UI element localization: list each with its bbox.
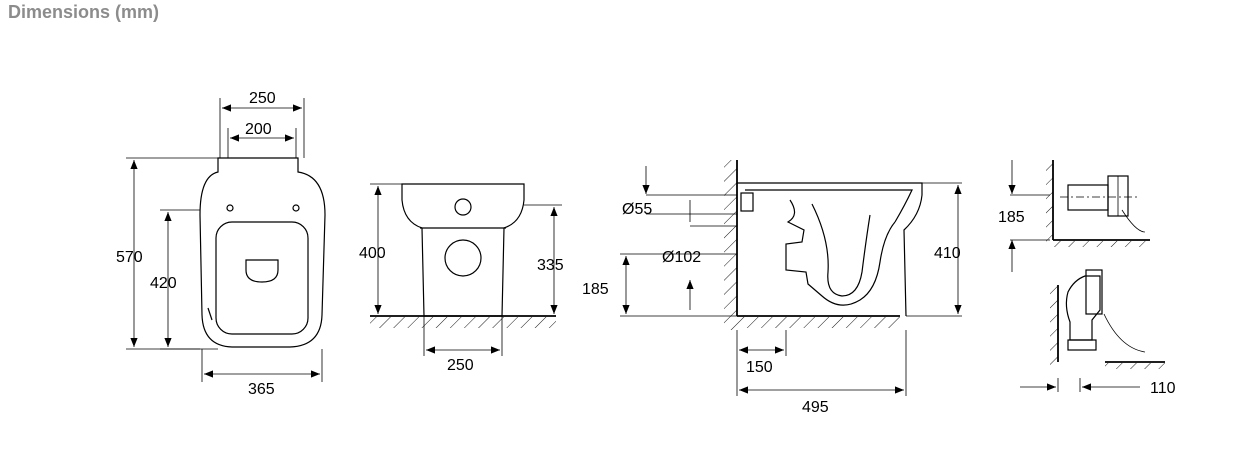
dim-label-185-side: 185: [582, 281, 609, 298]
top-view-bowl-opening: [215, 221, 309, 335]
dim-label-185-connector: 185: [998, 209, 1025, 226]
dim-label-365: 365: [248, 381, 275, 398]
dim-label-420: 420: [150, 275, 177, 292]
front-view-floor-hatch: [370, 317, 556, 328]
page-title: Dimensions (mm): [8, 2, 160, 22]
bent-connector: [1065, 275, 1101, 341]
side-view-wall-hatch: [724, 160, 737, 330]
side-view-trap: [785, 199, 896, 306]
straight-connector: [1067, 184, 1109, 211]
dim-label-495: 495: [802, 399, 829, 416]
dim-label-400: 400: [359, 245, 386, 262]
dim-label-150: 150: [746, 359, 773, 376]
front-view-outline: [401, 183, 525, 317]
dim-label-110: 110: [1150, 380, 1176, 397]
side-view-outline: [737, 182, 923, 317]
dim-label-410: 410: [934, 245, 961, 262]
top-view: 250 200 570 420 365: [116, 90, 326, 398]
dim-label-250-top: 250: [249, 90, 276, 107]
side-view-floor-hatch: [737, 317, 900, 328]
dim-label-250-front: 250: [447, 357, 474, 374]
connector-view: 185 110: [998, 160, 1176, 397]
dim-label-dia-55: Ø55: [622, 201, 652, 218]
top-view-outline: [199, 157, 326, 348]
front-view: 400 335 250: [359, 183, 564, 374]
side-view: Ø55 Ø102 185 410 150 495: [582, 160, 962, 416]
dim-label-200: 200: [245, 121, 272, 138]
dim-label-570: 570: [116, 249, 143, 266]
dim-label-335: 335: [537, 257, 564, 274]
dim-label-dia-102: Ø102: [662, 249, 701, 266]
